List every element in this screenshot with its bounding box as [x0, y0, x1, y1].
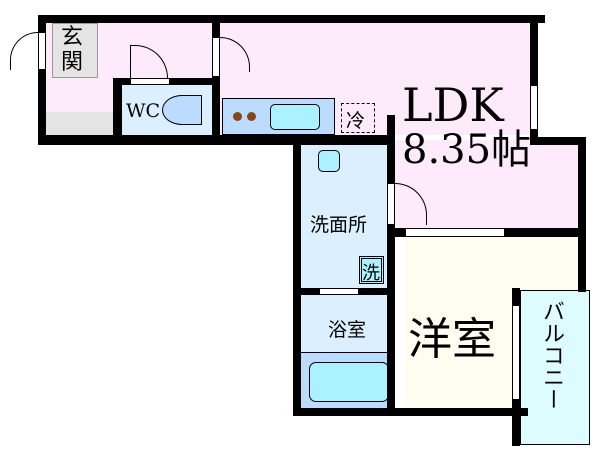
- balcony-window: [512, 305, 520, 400]
- stove-burner-icon: [247, 112, 256, 121]
- stove-burner-icon: [233, 112, 242, 121]
- wall: [38, 135, 395, 145]
- entrance-door[interactable]: [10, 32, 38, 70]
- washroom-door-frame: [387, 183, 395, 225]
- western-room-label: 洋室: [408, 314, 496, 365]
- bathroom-label: 浴室: [328, 319, 367, 341]
- ldk-door-frame: [212, 37, 220, 77]
- wall: [212, 15, 220, 140]
- entrance-floor: [52, 23, 98, 78]
- shoe-storage: [46, 112, 113, 135]
- wc-label: WC: [126, 100, 161, 122]
- entrance-door-frame: [38, 32, 46, 70]
- wall: [530, 15, 538, 145]
- wall: [113, 78, 122, 138]
- ldk-window: [530, 85, 538, 130]
- washroom-label: 洗面所: [310, 214, 368, 236]
- fridge-label: 冷: [346, 110, 366, 132]
- washer-space: [359, 256, 384, 284]
- ldk-label: LDK: [402, 78, 504, 132]
- wall: [530, 137, 586, 145]
- wall: [38, 15, 46, 145]
- toilet-icon: [162, 95, 202, 125]
- washer-label: 洗: [362, 263, 380, 284]
- bathroom-door[interactable]: [319, 288, 359, 295]
- wall: [578, 137, 586, 292]
- balcony-floor: [520, 290, 590, 445]
- wall: [38, 15, 545, 23]
- wash-basin: [318, 150, 340, 172]
- ldk-size-label: 8.35帖: [402, 127, 532, 173]
- wall: [293, 140, 301, 416]
- entrance-label: 玄関: [60, 25, 83, 75]
- wc-door-frame: [130, 78, 170, 85]
- balcony-label: バルコニー: [539, 300, 564, 410]
- wall: [293, 408, 528, 416]
- kitchen-sink: [270, 104, 320, 130]
- fridge-space: [341, 103, 375, 133]
- western-room-sliding-door[interactable]: [405, 228, 505, 237]
- bathtub: [309, 362, 389, 402]
- wall: [387, 115, 395, 415]
